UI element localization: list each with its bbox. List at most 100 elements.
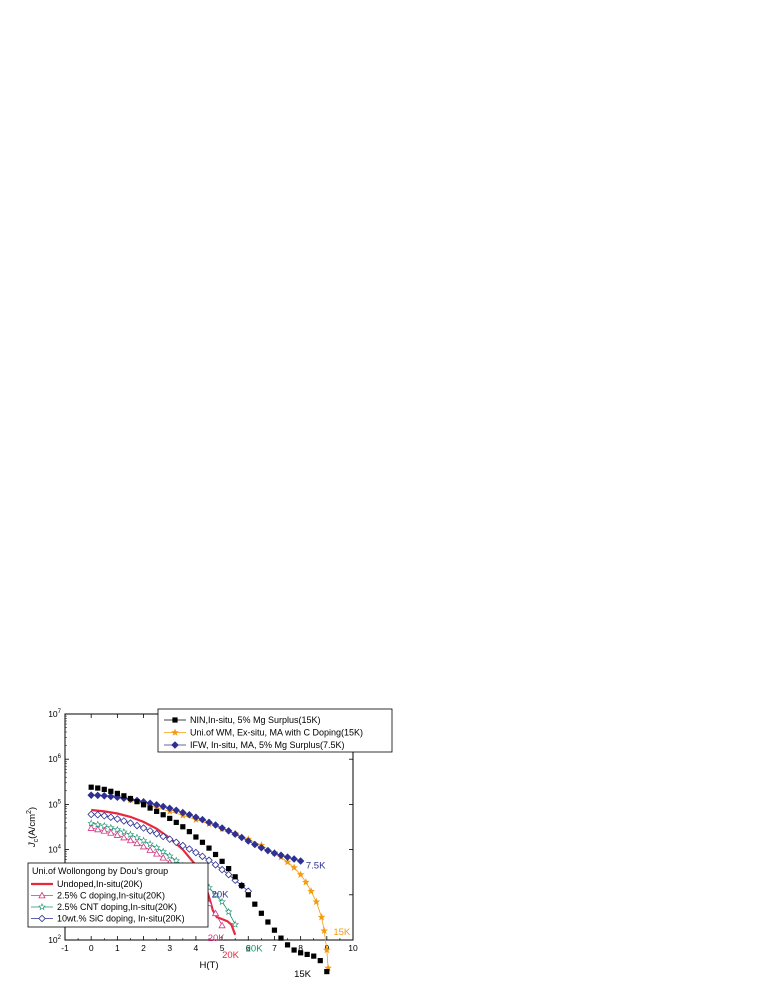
legend-label: 10wt.% SiC doping, In-situ(20K): [57, 914, 185, 924]
legend-label: IFW, In-situ, MA, 5% Mg Surplus(7.5K): [190, 740, 345, 750]
legend-swatch-marker: [171, 741, 179, 749]
data-point-ifw: [296, 857, 305, 865]
x-tick-label: 3: [167, 943, 172, 953]
data-point-cnt25: [218, 897, 226, 906]
y-tick-exp: 2: [58, 935, 62, 941]
y-tick-label: 104: [48, 845, 61, 855]
data-point-sic10: [100, 812, 109, 820]
data-point-nin: [127, 795, 134, 802]
y-axis-title-unit-end: ): [27, 807, 38, 810]
annotation-label: 15K: [294, 969, 312, 980]
data-point-c25: [120, 833, 128, 841]
data-point-nin: [114, 790, 120, 797]
data-point-c25: [139, 842, 148, 850]
data-point-nin: [140, 802, 147, 808]
y-tick-label: 102: [48, 935, 61, 945]
legend-entry-undoped: Undoped,In-situ(20K): [31, 879, 143, 889]
legend-bottom-title: Uni.of Wollongong by Dou's group: [32, 866, 168, 876]
data-point-nin: [199, 839, 206, 845]
legend-swatch-marker: [38, 891, 46, 899]
data-point-ifw: [87, 791, 95, 799]
legend-label: 2.5% CNT doping,In-situ(20K): [57, 902, 177, 912]
annotation-label: 20K: [208, 933, 226, 944]
data-point-nin: [167, 815, 173, 822]
data-point-ifw: [231, 830, 239, 838]
legend-swatch-marker: [38, 902, 46, 911]
data-point-ifw: [165, 804, 174, 813]
y-tick-base: 10: [48, 754, 58, 764]
legend-swatch-marker: [38, 914, 46, 923]
data-point-ifw: [93, 791, 102, 800]
x-tick-label: 6: [246, 943, 251, 953]
data-point-sic10: [172, 838, 181, 847]
data-point-sic10: [126, 819, 135, 827]
data-point-cnt25: [93, 820, 102, 828]
series-ifw: [87, 791, 305, 865]
data-point-cnt25: [133, 833, 141, 841]
data-point-ifw: [251, 840, 259, 849]
x-tick-label: 4: [194, 943, 199, 953]
legend-swatch-marker: [172, 717, 178, 723]
legend-bottom-box: [27, 862, 209, 928]
x-axis-title: H(T): [200, 960, 219, 971]
data-point-ifw: [224, 827, 233, 835]
y-axis-title-unit-sup: 2: [26, 810, 33, 814]
data-point-nin: [278, 935, 284, 941]
data-point-cnt25: [224, 907, 233, 916]
data-point-sic10: [179, 841, 187, 850]
legend-label: NIN,In-situ, 5% Mg Surplus(15K): [190, 715, 321, 725]
data-point-nin: [311, 953, 317, 959]
data-point-ifw: [192, 813, 200, 822]
series-sic10: [87, 810, 253, 895]
data-point-wm: [320, 926, 329, 935]
data-point-nin: [304, 951, 310, 958]
data-point-cnt25: [100, 821, 109, 830]
y-axis-title-main: J: [27, 842, 38, 848]
legend-top: NIN,In-situ, 5% Mg Surplus(15K) Uni.of WM…: [157, 708, 393, 753]
data-point-ifw: [172, 806, 181, 815]
data-point-nin: [212, 851, 219, 858]
y-tick-base: 10: [48, 709, 58, 719]
legend-entry-sic10: 10wt.% SiC doping, In-situ(20K): [31, 914, 185, 924]
data-point-nin: [298, 950, 304, 956]
data-point-cnt25: [113, 825, 122, 833]
data-point-sic10: [120, 817, 128, 825]
data-point-sic10: [218, 865, 226, 874]
data-point-nin: [134, 799, 140, 805]
y-tick-exp: 6: [58, 754, 62, 760]
annotation-label: 15K: [333, 927, 351, 938]
data-point-sic10: [133, 821, 141, 830]
data-point-ifw: [264, 846, 272, 855]
data-point-nin: [239, 882, 245, 889]
data-point-ifw: [100, 792, 109, 800]
y-tick-exp: 4: [58, 845, 62, 851]
data-point-nin: [186, 829, 192, 835]
data-point-c25: [146, 846, 154, 853]
data-point-ifw: [244, 837, 253, 845]
legend-swatch-marker: [171, 728, 179, 736]
data-point-sic10: [205, 856, 213, 865]
data-point-ifw: [113, 793, 122, 802]
data-point-nin: [206, 845, 212, 851]
y-tick-label: 106: [48, 754, 61, 764]
y-tick-exp: 5: [58, 799, 62, 805]
data-point-c25: [211, 909, 220, 917]
legend-entry-ifw: IFW, In-situ, MA, 5% Mg Surplus(7.5K): [164, 740, 345, 750]
data-point-ifw: [152, 801, 161, 809]
annotation-label: 7.5K: [306, 861, 326, 872]
data-point-c25: [218, 921, 226, 929]
x-tick-label: 1: [115, 943, 120, 953]
data-point-nin: [121, 793, 127, 799]
legend-entry-c25: 2.5% C doping,In-situ(20K): [31, 891, 165, 901]
legend-entry-wm: Uni.of WM, Ex-situ, MA with C Doping(15K…: [164, 728, 363, 738]
data-point-sic10: [93, 810, 102, 819]
data-point-cnt25: [165, 852, 174, 860]
data-point-nin: [160, 812, 166, 818]
data-point-ifw: [205, 818, 213, 827]
data-point-nin: [265, 919, 271, 925]
data-point-c25: [113, 831, 122, 838]
annotation-label: 20K: [222, 950, 240, 961]
legend-bottom: Uni.of Wollongong by Dou's group Undoped…: [27, 862, 209, 928]
data-point-sic10: [185, 845, 194, 853]
data-point-wm: [317, 913, 326, 921]
